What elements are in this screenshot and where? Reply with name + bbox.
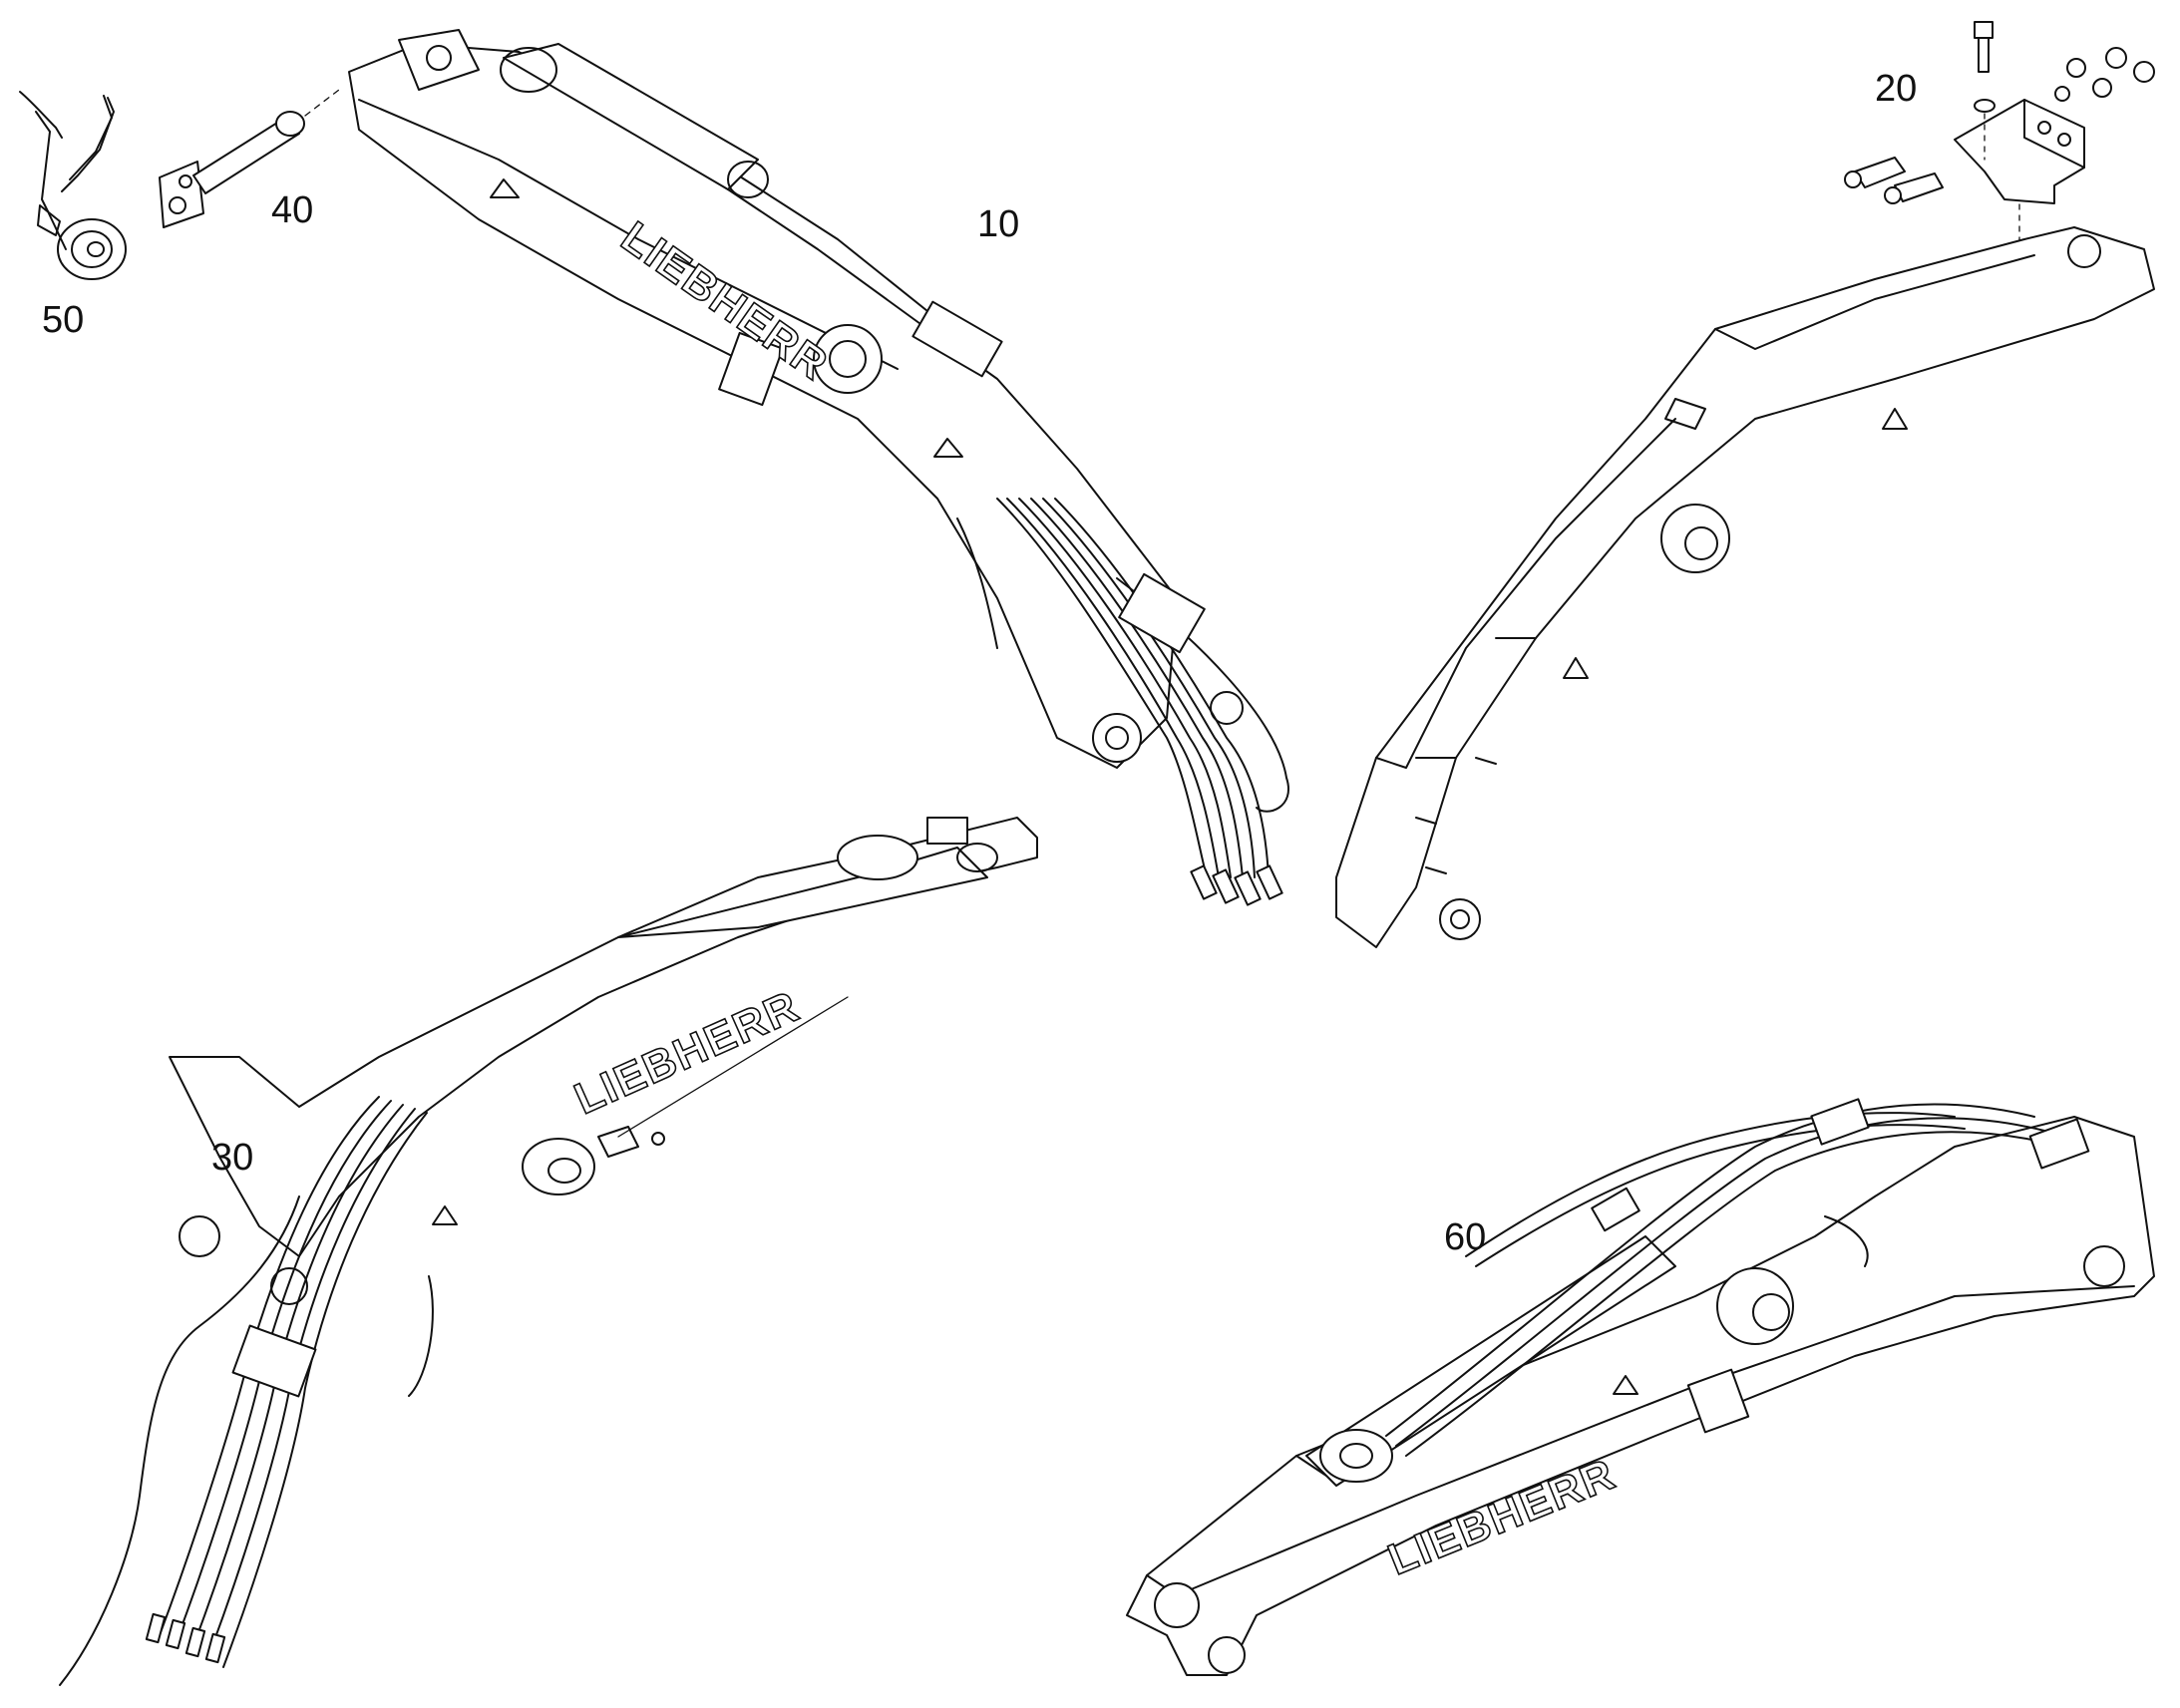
callout-20: 20 [1875, 68, 1918, 110]
callout-40: 40 [271, 189, 314, 231]
bare-arm-structure [1335, 226, 2155, 948]
callout-50: 50 [42, 299, 85, 341]
part-50-lever-assembly [19, 91, 127, 280]
callout-10: 10 [977, 203, 1020, 245]
callout-30: 30 [211, 1137, 254, 1179]
callout-60: 60 [1444, 1216, 1487, 1258]
part-40-pin [159, 89, 340, 228]
brand-label-30: LIEBHERR [567, 981, 807, 1124]
part-60-arm-with-hoses: LIEBHERR [1126, 1098, 2155, 1676]
part-30-arm-with-hoses: LIEBHERR [59, 817, 1038, 1686]
part-20-bracket-kit [1844, 21, 2155, 250]
part-10-arm-with-hoses: LIEBHERR [348, 29, 1289, 906]
